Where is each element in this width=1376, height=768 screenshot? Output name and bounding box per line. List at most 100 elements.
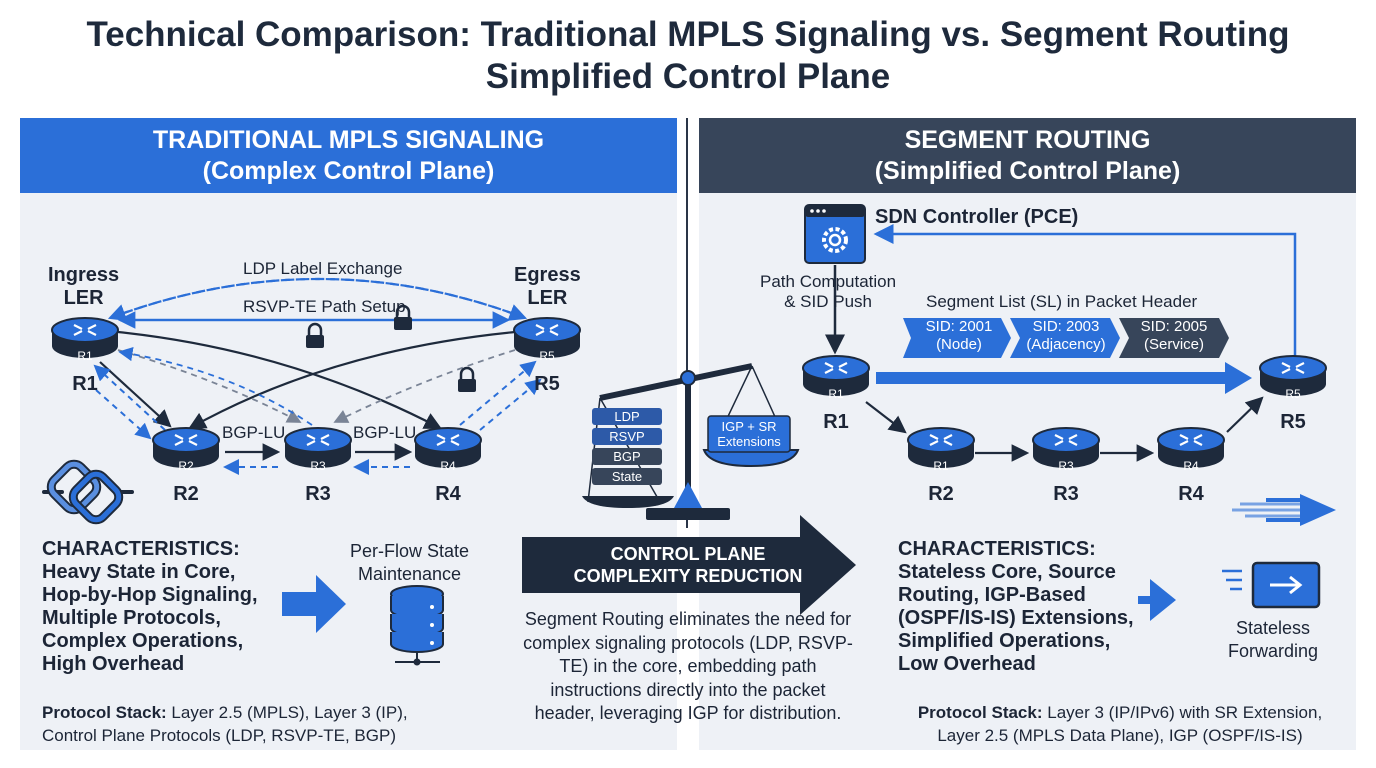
complexity-knot-icon bbox=[42, 459, 134, 525]
lock-icon bbox=[394, 304, 412, 330]
svg-text:R2: R2 bbox=[178, 459, 194, 473]
characteristic-item: Complex Operations, bbox=[42, 630, 244, 652]
sid-node: SID: 2001 (Node) bbox=[909, 318, 1009, 358]
sdn-controller-icon bbox=[804, 204, 866, 264]
bgp-lu-label: BGP-LU bbox=[353, 423, 417, 442]
sid-type: (Node) bbox=[936, 336, 982, 353]
lock-icon bbox=[306, 322, 324, 348]
mpls-panel: TRADITIONAL MPLS SIGNALING (Complex Cont… bbox=[20, 118, 677, 750]
path-computation-label: Path Computation & SID Push bbox=[760, 272, 897, 311]
per-flow-state-label: Per-Flow State Maintenance bbox=[350, 541, 470, 584]
sid-adjacency: SID: 2003 (Adjacency) bbox=[1016, 318, 1116, 358]
router-name-r3: R3 bbox=[1053, 483, 1079, 505]
router-icon-r4: R4 bbox=[1156, 426, 1226, 473]
complexity-arrow-label: CONTROL PLANE COMPLEXITY REDUCTION bbox=[528, 543, 848, 587]
router-name-r3: R3 bbox=[305, 483, 331, 505]
title-line-1: Technical Comparison: Traditional MPLS S… bbox=[86, 15, 1290, 54]
characteristic-item: Routing, IGP-Based bbox=[898, 584, 1086, 606]
mpls-banner: TRADITIONAL MPLS SIGNALING (Complex Cont… bbox=[20, 118, 677, 193]
svg-text:R3: R3 bbox=[1058, 459, 1074, 473]
svg-text:R5: R5 bbox=[539, 349, 555, 363]
egress-ler-label: Egress LER bbox=[514, 264, 581, 309]
sr-banner-subtitle: (Simplified Control Plane) bbox=[874, 157, 1181, 185]
characteristic-item: Simplified Operations, bbox=[898, 630, 1111, 652]
ldp-label: LDP Label Exchange bbox=[243, 259, 403, 278]
characteristic-item: Low Overhead bbox=[898, 653, 1036, 675]
flow-arrow-icon bbox=[282, 575, 346, 633]
svg-text:R5: R5 bbox=[1285, 387, 1301, 401]
router-icon-r1: R1 bbox=[801, 354, 871, 401]
router-name-r2: R2 bbox=[173, 483, 199, 505]
stateless-forwarding-label: Stateless Forwarding bbox=[1228, 618, 1319, 661]
router-icon-r3: R3 bbox=[283, 426, 353, 473]
sid-value: SID: 2003 bbox=[1032, 318, 1100, 335]
sid-type: (Adjacency) bbox=[1026, 336, 1106, 353]
mpls-banner-subtitle: (Complex Control Plane) bbox=[202, 157, 495, 185]
characteristic-item: High Overhead bbox=[42, 653, 185, 675]
characteristic-item: Stateless Core, Source bbox=[898, 561, 1116, 583]
svg-text:R4: R4 bbox=[440, 459, 456, 473]
state-block: State bbox=[592, 468, 662, 485]
arrow-label-line: CONTROL PLANE bbox=[610, 544, 766, 564]
sr-protocol-stack: Protocol Stack: Layer 3 (IP/IPv6) with S… bbox=[900, 701, 1340, 747]
sr-path-links bbox=[865, 362, 1264, 462]
svg-text:R3: R3 bbox=[310, 459, 326, 473]
stack-title: Protocol Stack: bbox=[42, 703, 167, 722]
stack-line: Layer 2.5 (MPLS), Layer 3 (IP), bbox=[166, 703, 408, 722]
mpls-protocol-stack: Protocol Stack: Layer 2.5 (MPLS), Layer … bbox=[42, 701, 408, 747]
title-line-2: Simplified Control Plane bbox=[485, 57, 891, 96]
characteristics-heading: CHARACTERISTICS: bbox=[42, 538, 240, 560]
router-name-r1: R1 bbox=[823, 411, 849, 433]
database-icon bbox=[390, 585, 444, 666]
stack-line: Control Plane Protocols (LDP, RSVP-TE, B… bbox=[42, 726, 396, 745]
igp-sr-label: IGP + SR Extensions bbox=[717, 419, 781, 449]
router-name-r2: R2 bbox=[928, 483, 954, 505]
mpls-characteristics: CHARACTERISTICS: Heavy State in Core, Ho… bbox=[42, 538, 258, 676]
sid-type: (Service) bbox=[1143, 336, 1204, 353]
speed-arrow-icon bbox=[1232, 494, 1336, 526]
sr-characteristics: CHARACTERISTICS: Stateless Core, Source … bbox=[898, 538, 1134, 676]
router-name-r5: R5 bbox=[534, 373, 560, 395]
router-icon-r5: R5 bbox=[512, 316, 582, 363]
stack-line: Layer 3 (IP/IPv6) with SR Extension, bbox=[1042, 703, 1323, 722]
center-description: Segment Routing eliminates the need for … bbox=[523, 609, 853, 723]
rsvp-label: RSVP-TE Path Setup bbox=[243, 297, 406, 316]
lock-icon bbox=[458, 366, 476, 392]
panel-divider bbox=[686, 118, 688, 528]
router-icon-r2: R1 bbox=[906, 426, 976, 473]
sid-service: SID: 2005 (Service) bbox=[1124, 318, 1224, 358]
ldp-exchange-path bbox=[107, 277, 528, 321]
segment-list bbox=[903, 318, 1229, 358]
router-name-r1: R1 bbox=[72, 373, 98, 395]
bgp-lu-label: BGP-LU bbox=[222, 423, 286, 442]
characteristic-item: Heavy State in Core, bbox=[42, 561, 236, 583]
characteristic-item: Hop-by-Hop Signaling, bbox=[42, 584, 258, 606]
sdn-controller-label: SDN Controller (PCE) bbox=[875, 206, 1079, 228]
router-icon-r3: R3 bbox=[1031, 426, 1101, 473]
router-icon-r5: R5 bbox=[1258, 354, 1328, 401]
ldp-block: LDP bbox=[592, 408, 662, 425]
mpls-mesh-links bbox=[93, 330, 542, 475]
characteristic-item: (OSPF/IS-IS) Extensions, bbox=[898, 607, 1134, 629]
router-name-r5: R5 bbox=[1280, 411, 1306, 433]
stack-line: Layer 2.5 (MPLS Data Plane), IGP (OSPF/I… bbox=[937, 726, 1303, 745]
rsvp-block: RSVP bbox=[592, 428, 662, 445]
page-title: Technical Comparison: Traditional MPLS S… bbox=[0, 14, 1376, 98]
router-name-r4: R4 bbox=[1178, 483, 1204, 505]
svg-text:R4: R4 bbox=[1183, 459, 1199, 473]
svg-text:R1: R1 bbox=[77, 349, 93, 363]
sr-banner-title: SEGMENT ROUTING bbox=[904, 126, 1151, 154]
sid-value: SID: 2005 bbox=[1140, 318, 1208, 335]
router-icon-r1: R1 bbox=[50, 316, 120, 363]
ingress-ler-label: Ingress LER bbox=[48, 264, 120, 309]
balance-scale-icon bbox=[582, 363, 800, 520]
svg-text:R1: R1 bbox=[828, 387, 844, 401]
arrow-label-line: COMPLEXITY REDUCTION bbox=[573, 566, 803, 586]
characteristics-heading: CHARACTERISTICS: bbox=[898, 538, 1096, 560]
router-icon-r4: R4 bbox=[413, 426, 483, 473]
flow-arrow-icon bbox=[1138, 579, 1176, 621]
svg-text:R1: R1 bbox=[933, 459, 949, 473]
characteristic-item: Multiple Protocols, bbox=[42, 607, 221, 629]
sr-banner: SEGMENT ROUTING (Simplified Control Plan… bbox=[699, 118, 1356, 193]
